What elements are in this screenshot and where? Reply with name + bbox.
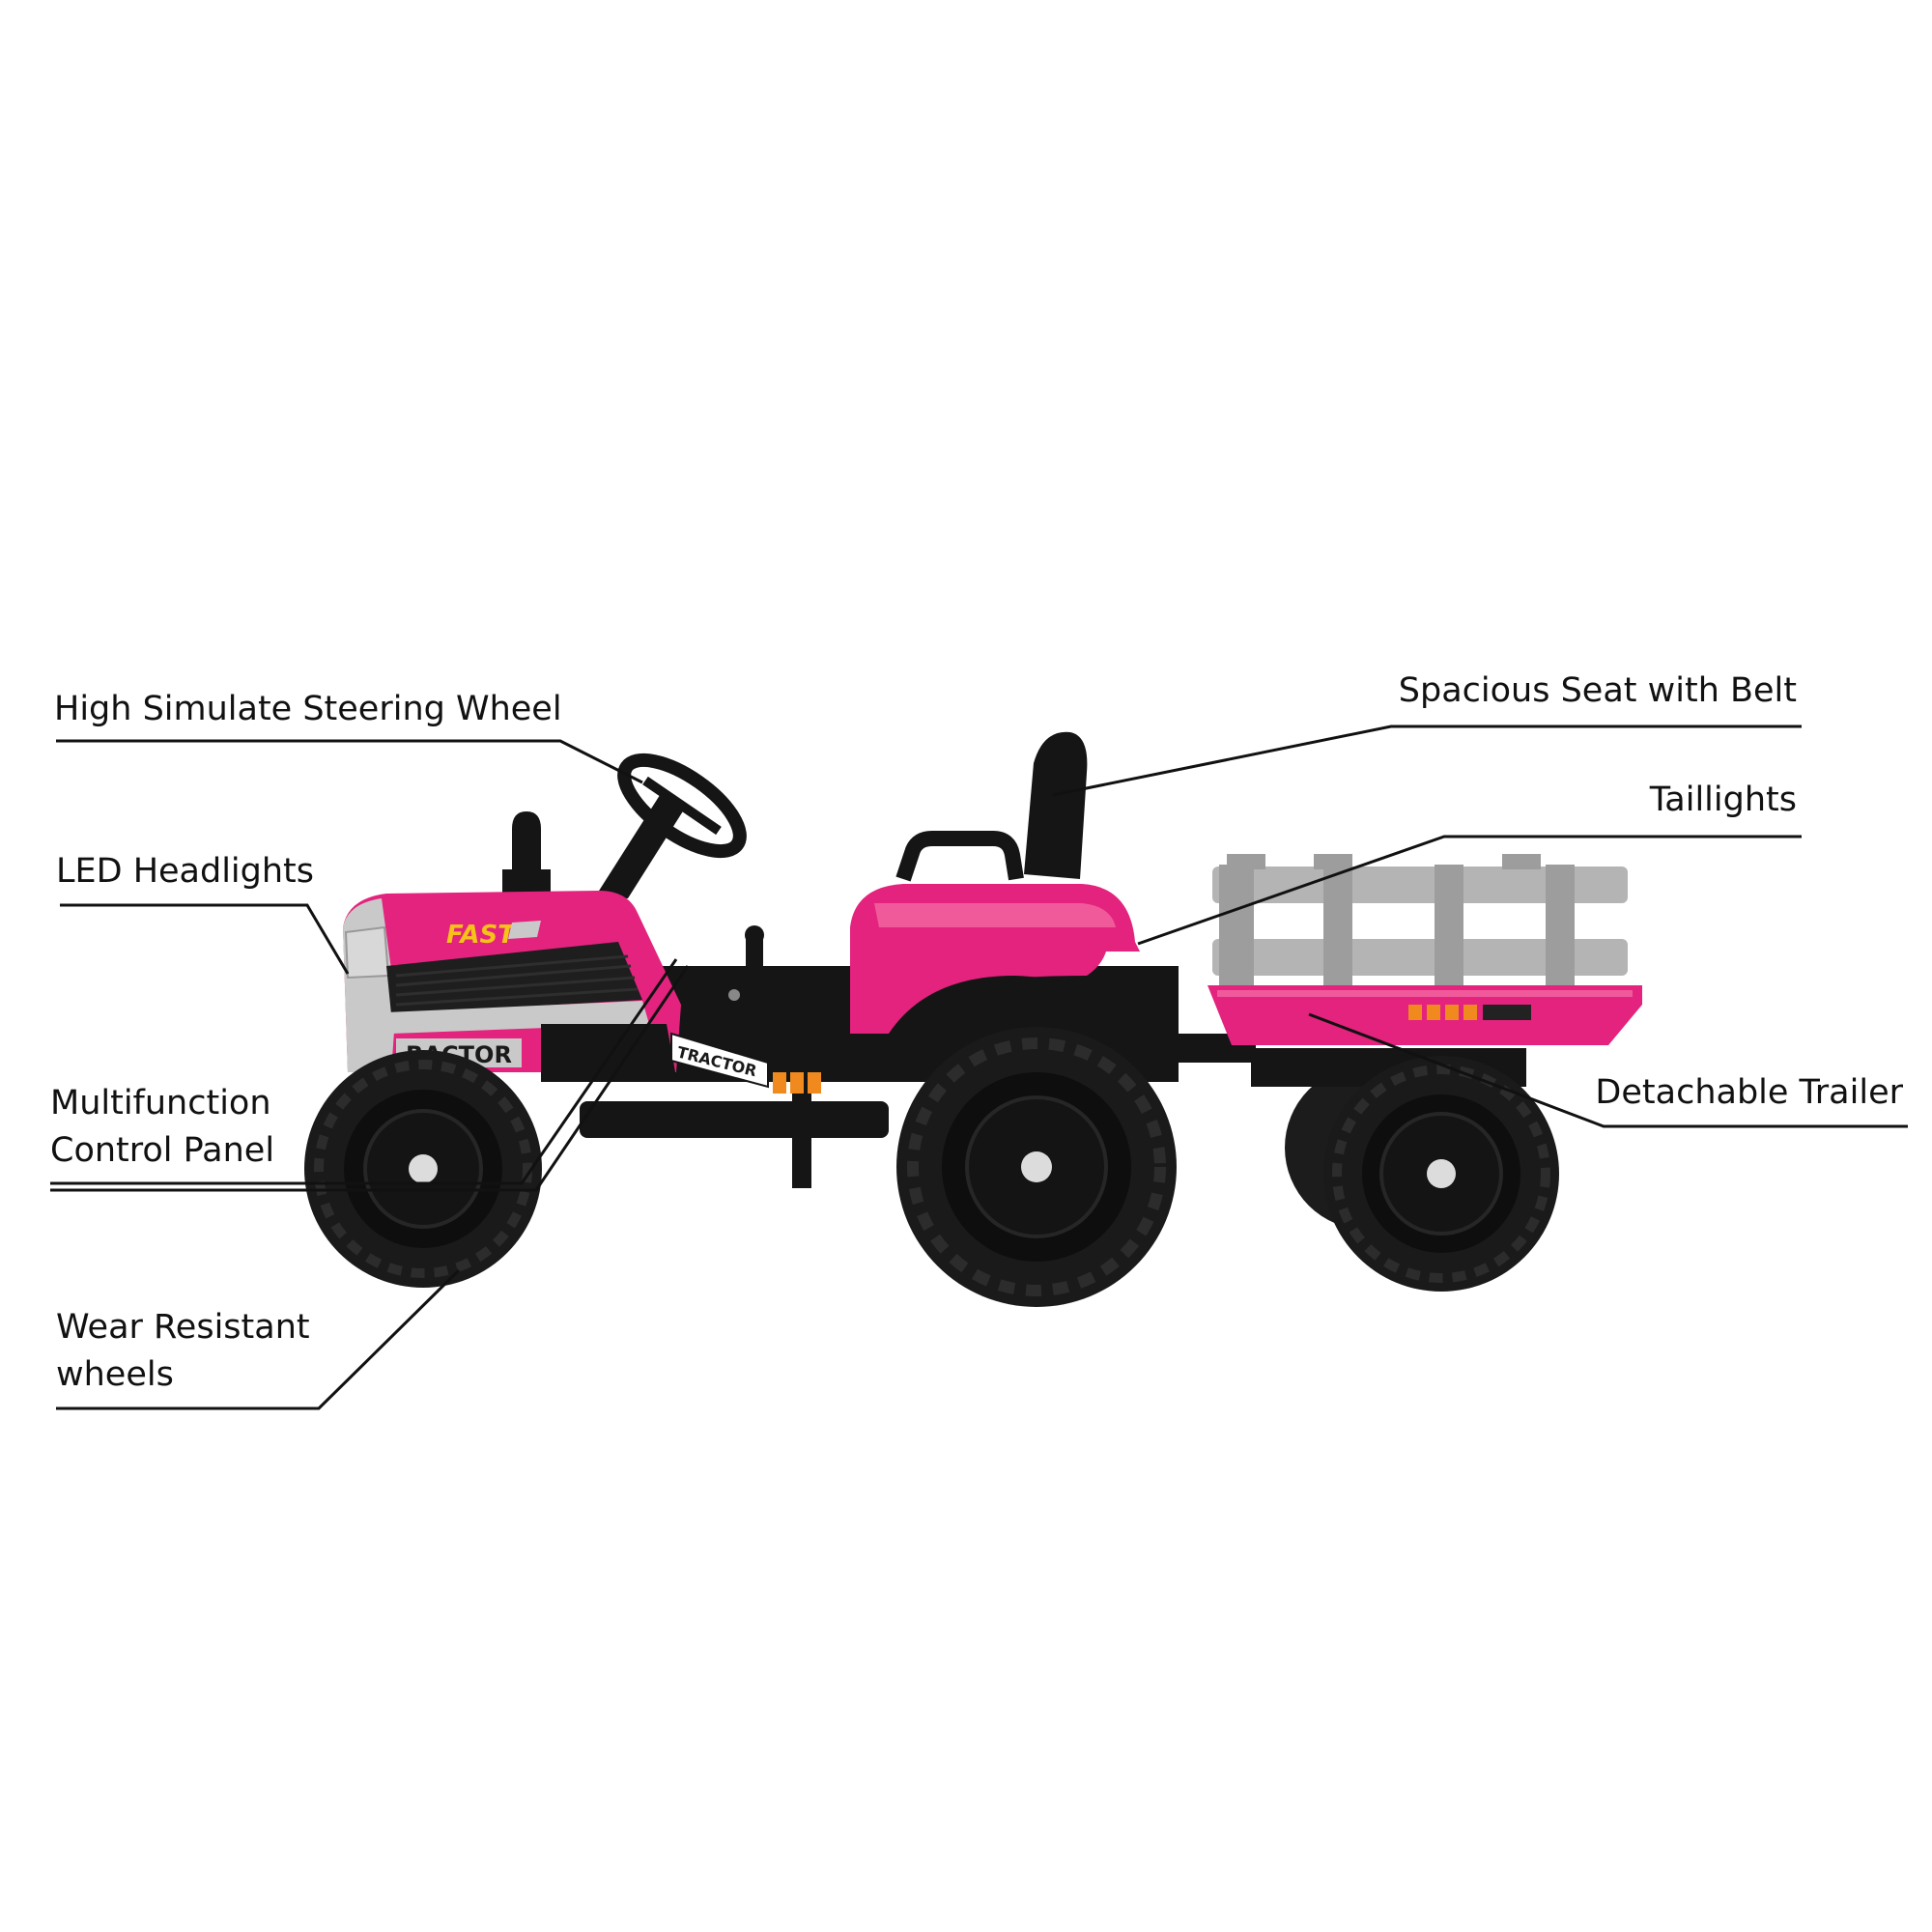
callout-wheels: Wear Resistant wheels — [56, 1304, 310, 1399]
tractor: FAST RACTOR TRACTOR — [304, 731, 1179, 1307]
callout-steering-wheel: High Simulate Steering Wheel — [54, 686, 562, 733]
control-panel — [700, 925, 826, 1005]
steering-column — [594, 792, 686, 898]
footboard — [580, 1101, 889, 1138]
trailer-decal — [1408, 1005, 1531, 1020]
trailer-rails — [1212, 854, 1628, 1000]
callout-control-panel-line2: Control Panel — [50, 1131, 275, 1170]
callout-steering-wheel-text: High Simulate Steering Wheel — [54, 690, 562, 728]
callout-led-headlights-text: LED Headlights — [56, 852, 315, 891]
steering-leader — [56, 739, 643, 784]
callout-taillights-text: Taillights — [1649, 781, 1797, 819]
headlight-housing — [344, 925, 390, 980]
callout-control-panel-line1: Multifunction — [50, 1084, 271, 1122]
wheels-leader — [56, 1268, 461, 1410]
trailer — [1140, 854, 1642, 1292]
rear-wheel — [896, 1027, 1177, 1307]
seat-back — [1024, 731, 1088, 879]
taillights-leader — [1137, 835, 1802, 946]
steering-wheel — [617, 753, 747, 859]
callout-wheels-line2: wheels — [56, 1355, 174, 1394]
callout-control-panel: Multifunction Control Panel — [50, 1080, 274, 1175]
seat-leader — [1052, 724, 1802, 797]
front-wheel — [304, 1050, 542, 1288]
callout-led-headlights: LED Headlights — [56, 848, 314, 895]
callout-lines — [50, 724, 1908, 1410]
trailer-bed — [1208, 985, 1642, 1045]
callout-trailer: Detachable Trailer — [1595, 1069, 1903, 1117]
control-leader-a — [50, 958, 678, 1185]
trailer-leader — [1308, 1012, 1908, 1128]
callout-wheels-line1: Wear Resistant — [56, 1308, 310, 1347]
control-leader-b — [50, 965, 690, 1192]
hood-decal: FAST — [444, 918, 541, 950]
trailer-wheel — [1323, 1056, 1559, 1292]
callout-taillights: Taillights — [1650, 777, 1797, 824]
callout-trailer-text: Detachable Trailer — [1595, 1073, 1903, 1112]
grab-handle — [895, 831, 1024, 882]
hood-decal-text: FAST — [446, 921, 517, 950]
headlights-leader — [60, 903, 350, 975]
callout-seat-text: Spacious Seat with Belt — [1398, 671, 1797, 710]
callout-seat: Spacious Seat with Belt — [1399, 668, 1797, 715]
